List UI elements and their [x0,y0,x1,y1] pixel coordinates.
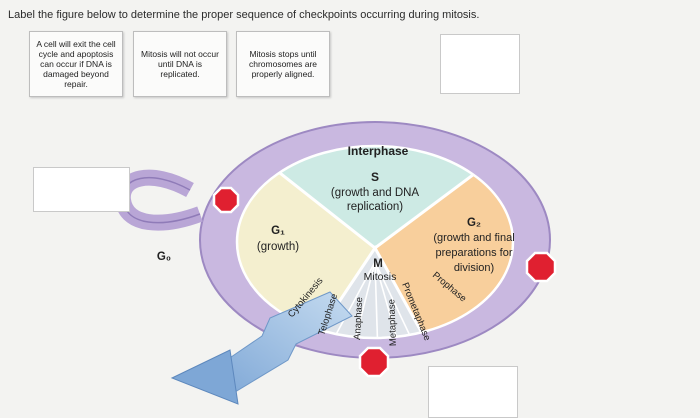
checkpoint-stop-sign-m [358,346,390,378]
g2-line2: preparations for [435,247,512,259]
drop-target-left[interactable] [33,167,130,212]
m-title: M [373,258,383,270]
s-phase-title: S [371,170,379,184]
mitosis-label: Mitosis [364,271,397,283]
cytokinesis-arrow [214,291,353,396]
s-phase-line2: replication) [347,201,403,213]
label-card-chromosomes-aligned-text: Mitosis stops until chromosomes are prop… [248,49,318,79]
checkpoint-stop-sign-g2 [525,251,557,283]
label-card-dna-replicated-text: Mitosis will not occur until DNA is repl… [141,49,219,79]
g2-title: G₂ [467,217,481,229]
g1-title: G₁ [271,225,285,237]
g0-loop [114,169,203,231]
checkpoint-stop-sign-g1 [212,186,240,214]
anaphase-label: Anaphase [352,297,365,340]
interphase-label: Interphase [348,144,409,158]
s-sector [237,146,513,248]
g0-label: G₀ [157,251,171,263]
label-card-apoptosis-text: A cell will exit the cell cycle and apop… [36,39,116,89]
label-card-dna-replicated[interactable]: Mitosis will not occur until DNA is repl… [133,31,227,97]
metaphase-label: Metaphase [386,299,399,346]
g2-sector [375,146,513,338]
g1-desc: (growth) [257,241,299,253]
drop-target-top-right[interactable] [440,34,520,94]
g2-line3: division) [454,262,494,274]
mitosis-sector [260,248,470,338]
arrow-head [170,349,239,405]
label-card-chromosomes-aligned[interactable]: Mitosis stops until chromosomes are prop… [236,31,330,97]
drop-target-bottom[interactable] [428,366,518,418]
g2-line1: (growth and final [433,232,514,244]
instruction-text: Label the figure below to determine the … [8,9,480,21]
s-phase-line1: (growth and DNA [331,187,420,199]
label-card-apoptosis[interactable]: A cell will exit the cell cycle and apop… [29,31,123,97]
